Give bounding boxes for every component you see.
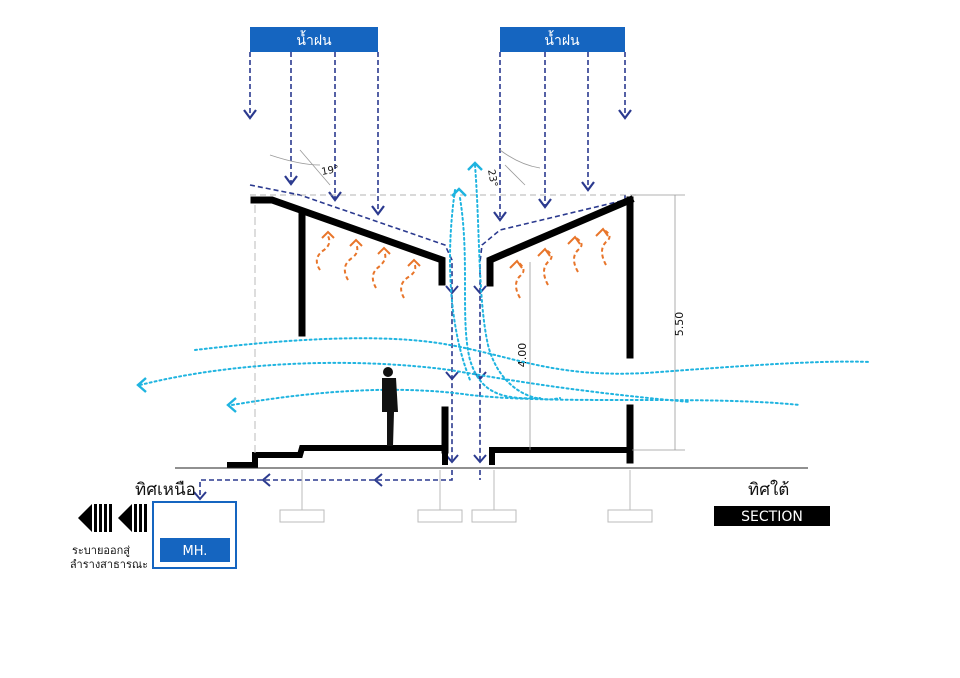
building-structure	[227, 195, 635, 468]
dimension-lines	[529, 194, 685, 451]
north-label: ทิศเหนือ	[135, 480, 196, 500]
drain-label-line1: ระบายออกสู่	[72, 544, 130, 557]
section-label-text: SECTION	[741, 509, 803, 525]
angle-right-label: 23°	[485, 169, 499, 188]
heat-arrows	[315, 227, 611, 299]
person-silhouette	[382, 367, 398, 446]
angle-left-label: 19°	[321, 164, 340, 178]
section-label: SECTION	[714, 506, 830, 526]
rain-arrows	[249, 52, 626, 218]
wind-flow	[139, 164, 871, 406]
rain-label-right: น้ำฝน	[500, 27, 625, 52]
manhole: MH.	[152, 501, 237, 569]
rain-label-left: น้ำฝน	[250, 27, 378, 52]
drain-outlet-arrows	[78, 504, 147, 532]
manhole-label: MH.	[183, 544, 208, 559]
dim-height-outer: 5.50	[673, 312, 686, 337]
south-label: ทิศใต้	[748, 479, 789, 500]
angle-guides	[250, 149, 640, 196]
foundations	[254, 205, 653, 523]
drain-label-line2: ลำรางสาธารณะ	[70, 558, 148, 571]
rain-label-right-text: น้ำฝน	[544, 30, 580, 49]
rain-arrowheads	[243, 109, 632, 222]
wind-arrowheads	[136, 161, 483, 413]
rain-label-left-text: น้ำฝน	[296, 30, 332, 49]
